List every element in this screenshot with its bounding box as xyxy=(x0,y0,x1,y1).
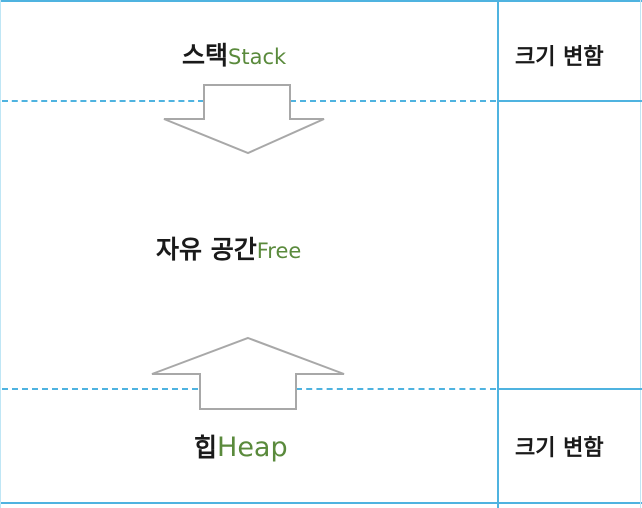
stack-size-varies-label: 크기 변함 xyxy=(515,45,604,70)
stack-label-korean: 스택 xyxy=(182,41,229,70)
top-border xyxy=(0,0,642,2)
heap-label: 힙Heap xyxy=(194,428,288,464)
stack-label-english: Stack xyxy=(228,45,287,69)
heap-size-varies-label: 크기 변함 xyxy=(515,436,604,461)
heap-label-english: Heap xyxy=(217,432,288,463)
heap-region-separator-right xyxy=(497,388,642,390)
stack-label: 스택Stack xyxy=(182,36,286,72)
right-border xyxy=(640,0,641,508)
bottom-border xyxy=(0,502,642,504)
stack-boundary-dashed-right xyxy=(290,100,496,102)
heap-boundary-dashed-left xyxy=(2,388,198,390)
stack-boundary-dashed-left xyxy=(2,100,204,102)
heap-label-korean: 힙 xyxy=(194,433,218,462)
free-space-label-korean: 자유 공간 xyxy=(156,235,257,264)
stack-region-separator-right xyxy=(497,100,642,102)
free-space-label: 자유 공간Free xyxy=(156,230,301,266)
free-space-label-english: Free xyxy=(256,239,302,263)
left-border xyxy=(0,0,1,508)
heap-boundary-dashed-right xyxy=(296,388,496,390)
column-divider xyxy=(497,0,499,508)
